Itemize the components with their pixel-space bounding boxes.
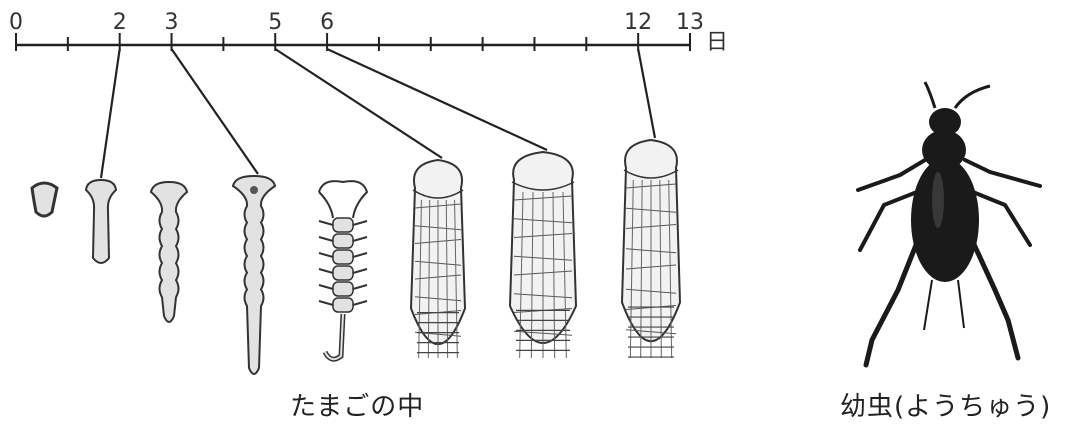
tick-label-day-0: 0 [9,10,23,35]
embryo-stage-6 [411,160,465,358]
connector-day-12 [638,49,655,138]
embryo-stages [32,140,680,374]
embryo-stage-4 [233,176,275,374]
larva-leg-6 [972,240,1018,358]
tick-label-day-5: 5 [268,10,282,35]
connector-day-6 [327,49,547,150]
tick-label-day-12: 12 [624,10,652,35]
larva-leg-1 [858,160,925,190]
embryo-stage-8 [622,140,680,358]
antenna-right [955,86,990,108]
cricket-larva-image [858,82,1040,365]
embryo-stage-1 [32,183,57,216]
larva-abdomen [911,158,979,282]
embryo-stage-5 [319,181,367,359]
tick-label-day-13: 13 [676,10,704,35]
larva-leg-2 [965,160,1040,186]
tick-label-day-3: 3 [165,10,179,35]
connector-day-5 [275,49,442,158]
connector-day-2 [101,49,120,178]
larva-leg-5 [866,240,918,365]
connector-day-3 [172,49,258,174]
antenna-left [925,82,935,108]
embryo-stage-7 [510,152,576,358]
timeline-axis: 0 2 3 5 6 12 13日 [9,10,728,55]
axis-unit-label: 日 [706,30,728,55]
egg-caption: たまごの中 [290,386,424,423]
embryo-stage-3 [151,182,187,322]
larva-caption: 幼虫(ようちゅう) [840,386,1051,423]
stage-connector-lines [101,49,655,178]
tick-label-day-6: 6 [320,10,334,35]
embryo-stage-2 [86,180,116,263]
tick-label-day-2: 2 [113,10,127,35]
